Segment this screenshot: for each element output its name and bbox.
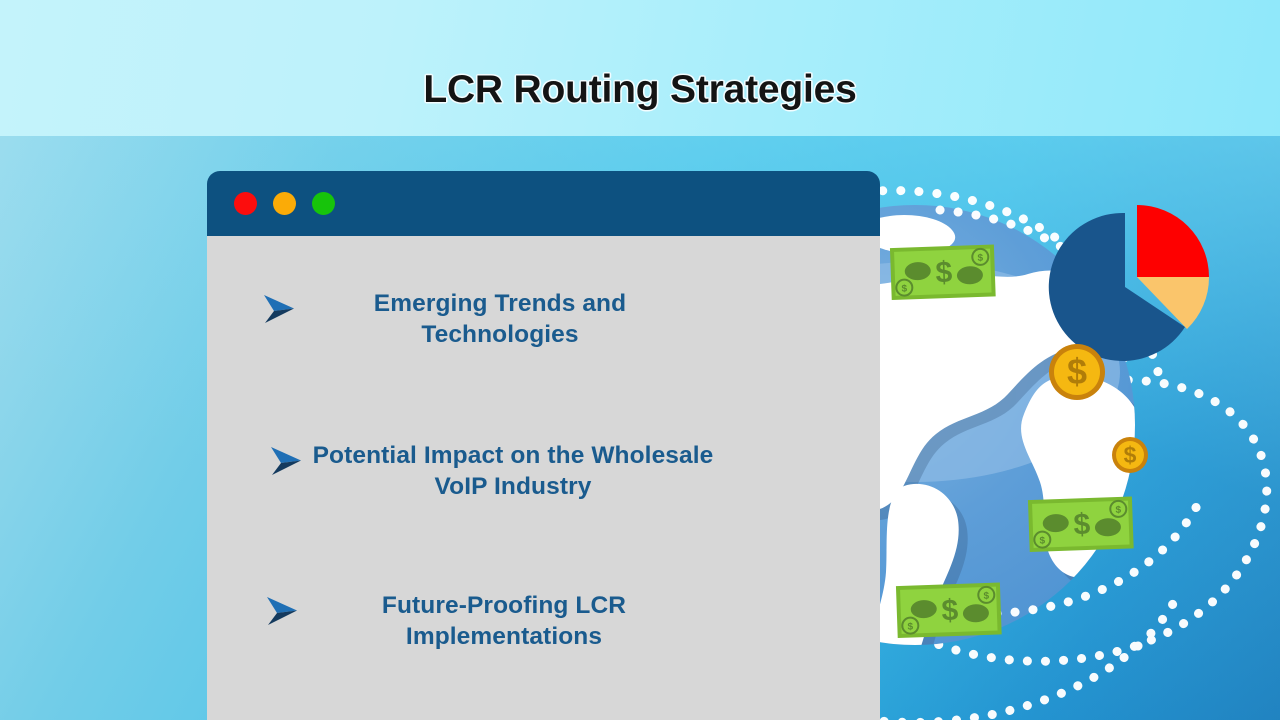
dollar-banknote-icon: $ $ $	[889, 244, 996, 301]
arrow-bullet-icon	[265, 595, 299, 627]
arrow-bullet-icon	[262, 293, 296, 325]
list-item-label: Emerging Trends and Technologies	[373, 290, 627, 348]
maximize-dot[interactable]	[312, 192, 335, 215]
svg-text:$: $	[901, 283, 907, 294]
pie-chart-icon	[1048, 205, 1210, 361]
svg-text:$: $	[935, 256, 953, 290]
close-dot[interactable]	[234, 192, 257, 215]
dollar-banknote-icon: $ $ $	[1027, 496, 1134, 553]
list-item-label: Potential Impact on the Wholesale VoIP I…	[312, 442, 714, 500]
svg-text:$: $	[1039, 535, 1045, 546]
list-item[interactable]: Future-Proofing LCR Implementations	[265, 591, 735, 652]
window-content-panel: Emerging Trends and Technologies Potenti…	[207, 236, 880, 720]
minimize-dot[interactable]	[273, 192, 296, 215]
svg-text:$: $	[941, 594, 959, 628]
svg-text:$: $	[983, 591, 989, 602]
window-titlebar	[207, 171, 880, 236]
svg-text:$: $	[1067, 351, 1087, 392]
svg-text:$: $	[977, 253, 983, 264]
svg-text:$: $	[1073, 508, 1091, 542]
svg-text:$: $	[907, 621, 913, 632]
dollar-banknote-icon: $ $ $	[895, 582, 1002, 639]
browser-window-mockup: Emerging Trends and Technologies Potenti…	[207, 171, 880, 720]
background-top-band	[0, 0, 1280, 136]
page-title: LCR Routing Strategies	[423, 68, 857, 111]
dollar-coin-icon: $	[1112, 437, 1148, 473]
dollar-coin-icon: $	[1049, 344, 1105, 400]
list-item-label: Future-Proofing LCR Implementations	[381, 592, 627, 650]
list-item[interactable]: Emerging Trends and Technologies	[262, 289, 732, 350]
svg-text:$: $	[1115, 505, 1121, 516]
list-item[interactable]: Potential Impact on the Wholesale VoIP I…	[269, 441, 749, 502]
dotted-orbit-paths	[664, 186, 1272, 720]
arrow-bullet-icon	[269, 445, 303, 477]
svg-text:$: $	[1124, 442, 1137, 468]
bullet-list: Emerging Trends and Technologies Potenti…	[207, 236, 880, 720]
